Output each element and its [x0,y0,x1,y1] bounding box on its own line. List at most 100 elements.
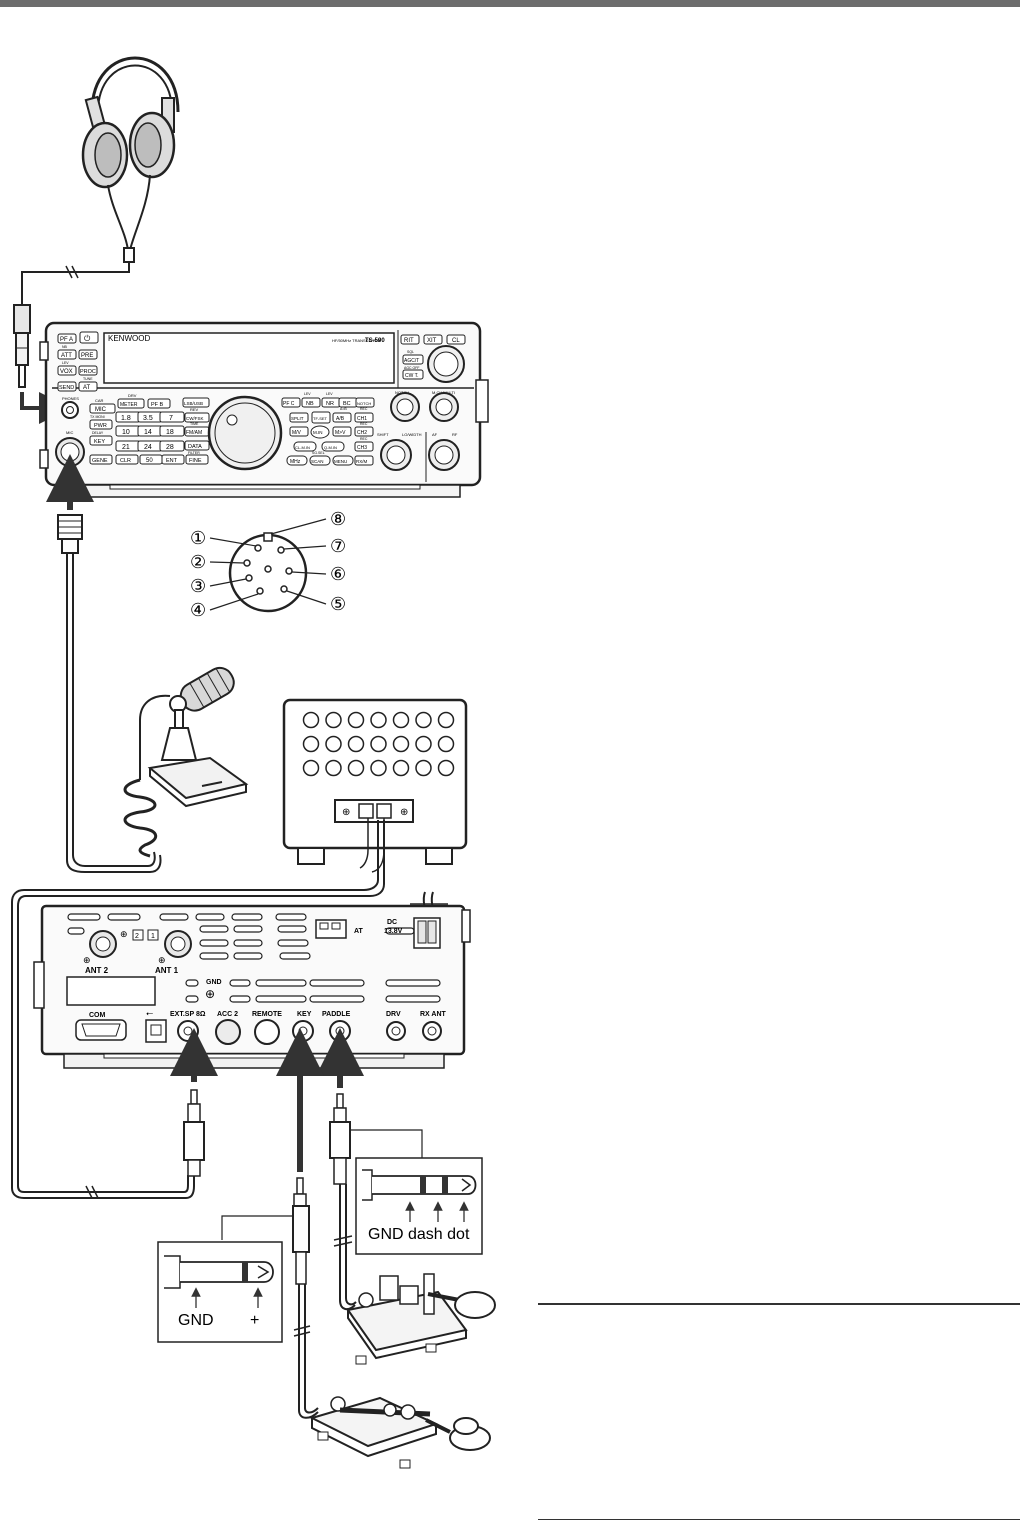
key-meter[interactable]: METER [120,402,138,408]
key-pf-b[interactable]: PF B [151,402,164,408]
key-nb[interactable]: NB [306,401,314,407]
ant-1-label: ANT 1 [155,966,179,975]
caption-lev-1: LEV [304,392,311,396]
key-14[interactable]: 14 [144,429,152,436]
keypad[interactable]: CAR DRV REV MIC METER PF B LSB/USB TX MO… [89,393,210,465]
key-fm-am[interactable]: FM/AM [186,430,202,436]
key-cw-t[interactable]: CW T. [405,373,419,379]
ant-selector-1: 1 [151,933,155,940]
key-cl[interactable]: CL [452,338,460,344]
key-ch2[interactable]: CH2 [357,430,367,436]
key-18[interactable]: 18 [166,429,174,436]
key-nr[interactable]: NR [326,401,334,407]
key-21[interactable]: 21 [122,444,130,451]
key-pf-c[interactable]: PF C [283,401,295,407]
vent-slot [277,939,309,947]
key-tf-set[interactable]: TF-SET [313,416,328,421]
key-24[interactable]: 24 [144,444,152,451]
right-control-group[interactable]: RIT XIT CL SQL AGC/T AGC OFF CW T. NOTCH… [377,330,466,482]
key-1-8[interactable]: 1.8 [121,415,131,422]
svg-text:⊕: ⊕ [158,955,166,965]
key-ch3[interactable]: CH3 [357,445,367,451]
key-m-to-v[interactable]: M>V [335,430,346,436]
paddle-callout: GND dash dot [355,1157,483,1255]
key-mic[interactable]: MIC [95,407,107,413]
main-tuning-knob[interactable] [207,395,283,471]
gnd-terminal[interactable]: ⊕ [205,987,215,1001]
key-split[interactable]: SPLIT [291,416,304,421]
key-at[interactable]: AT [83,385,91,391]
key-3-5[interactable]: 3.5 [143,415,153,422]
key-pwr[interactable]: PWR [94,423,107,429]
caption-rec-1: REC [360,407,368,411]
key-pre[interactable]: PRE [81,353,93,359]
left-key-group[interactable]: ⏻ PF A NB ATT PRE LEV VOX PROC TUNE SEND… [57,331,99,392]
pin-label-7: ⑦ [330,536,346,556]
external-speaker: ⊕ ⊕ [11,698,468,1199]
key-clr[interactable]: CLR [120,458,131,464]
rx-ant-label: RX ANT [420,1011,447,1018]
key-m-v[interactable]: M/V [292,430,302,436]
speaker-grille-hole [302,759,320,777]
key-pf-a[interactable]: PF A [60,337,73,343]
key-gene[interactable]: GENE [92,458,108,464]
key-xit[interactable]: XIT [427,338,437,344]
caption-car: CAR [95,398,104,403]
key-fine[interactable]: FINE [189,458,202,464]
speaker-grille-hole [415,735,432,753]
vent-slot [385,995,441,1003]
key-notch[interactable]: NOTCH [357,401,371,406]
key-mhz[interactable]: MHz [290,459,301,465]
key-m-in[interactable]: M.IN [313,430,323,435]
key-7[interactable]: 7 [169,415,173,422]
mid-key-group[interactable]: LEV LEV PF C NB NR BC NOTCH A=B SPLIT TF… [281,392,375,466]
pin-label-6: ⑥ [330,564,346,584]
knob-label-af: AF [432,432,438,437]
knob-label-rf: RF [452,432,458,437]
key-agc-t[interactable]: AGC/T [404,358,419,364]
power-button[interactable] [79,331,99,344]
key-callout-gnd: GND [178,1312,214,1329]
key-ent[interactable]: ENT [166,458,178,464]
svg-text:⊕: ⊕ [120,929,128,939]
key-send[interactable]: SEND [59,385,74,391]
remote-connector[interactable] [254,1019,280,1045]
key-bc[interactable]: BC [343,401,351,407]
paddle-plug [316,1028,423,1311]
pin-label-4: ④ [190,600,206,620]
key-scan[interactable]: SCAN [311,459,324,464]
key-rx-m[interactable]: RX/M [356,459,368,464]
key-key[interactable]: KEY [94,439,105,445]
key-10[interactable]: 10 [122,429,130,436]
key-q-m-in[interactable]: Q-M.IN [324,445,337,450]
key-cw-fsk[interactable]: CW/FSK [186,416,204,421]
vent-slot [233,952,263,960]
key-50[interactable]: 50 [146,458,153,464]
key-att[interactable]: ATT [61,353,72,359]
speaker-grille-hole [415,711,432,729]
key-lsb-usb[interactable]: LSB/USB [184,401,203,406]
ext-speaker-plug [170,1028,218,1177]
caption-delay: DELAY [92,431,104,435]
straight-key-plug [221,1028,324,1419]
key-ch1[interactable]: CH1 [357,416,367,422]
caption-lev: LEV [62,361,69,365]
key-vox[interactable]: VOX [60,369,73,375]
key-rit[interactable]: RIT [404,338,414,344]
key-data[interactable]: DATA [188,444,202,450]
com-label: COM [89,1012,106,1019]
key-proc[interactable]: PROC [80,369,96,375]
usb-icon: ⭠ [146,1008,153,1018]
svg-text:⊕: ⊕ [342,807,350,818]
svg-text:⊕: ⊕ [400,807,408,818]
vent-slot [275,913,307,921]
transceiver-front: KENWOOD HF/50MHz TRANSCEIVER TS-590 ⏻ PF… [39,321,489,498]
key-cl-m-in[interactable]: CL-M.IN [295,445,310,450]
key-a-b[interactable]: A/B [336,416,345,422]
key-menu[interactable]: MENU [334,459,347,464]
speaker-grille-hole [347,759,365,777]
key-28[interactable]: 28 [166,444,174,451]
acc2-connector[interactable] [215,1019,241,1045]
mic-pinout: ① ② ③ ④ ⑤ ⑥ ⑦ ⑧ [190,509,346,620]
